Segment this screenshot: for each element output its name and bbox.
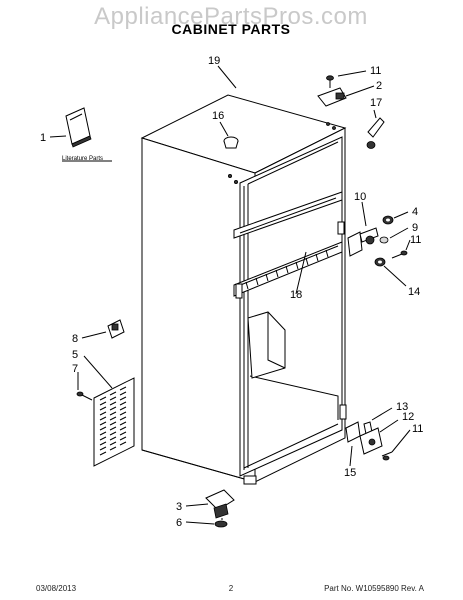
screw-11-top xyxy=(326,75,334,88)
page-title: CABINET PARTS xyxy=(171,21,290,37)
vent-slot xyxy=(119,431,127,436)
literature-booklet xyxy=(65,107,92,148)
middle-hinge-10 xyxy=(347,227,379,257)
divider-slots xyxy=(245,249,329,290)
vent-slot xyxy=(99,431,107,436)
vent-slot xyxy=(99,446,107,451)
callout-17: 17 xyxy=(370,97,382,109)
leveling-leg-6 xyxy=(214,518,228,528)
callout-13: 13 xyxy=(396,401,408,413)
callout-6: 6 xyxy=(176,517,182,529)
vent-slot xyxy=(99,426,107,431)
vent-slot xyxy=(119,436,127,441)
vent-slot xyxy=(99,451,107,456)
plug-part-16 xyxy=(223,136,239,149)
footer-part-number: Part No. W10595890 Rev. A xyxy=(324,584,425,593)
vent-slot xyxy=(119,386,127,391)
vent-slot xyxy=(99,411,107,416)
washer-14 xyxy=(374,257,386,267)
vent-slot xyxy=(109,421,117,426)
vent-slot xyxy=(119,406,127,411)
callout-18: 18 xyxy=(290,289,302,301)
roller-bracket-3 xyxy=(205,489,235,519)
vent-slot xyxy=(109,396,117,401)
callout-10: 10 xyxy=(354,191,366,203)
callout-12: 12 xyxy=(402,411,414,423)
vent-slot xyxy=(99,396,107,401)
callout-11-top: 11 xyxy=(370,65,381,77)
watermark: AppliancePartsPros.com xyxy=(94,3,368,30)
callout-16: 16 xyxy=(212,110,224,122)
vent-slot xyxy=(109,431,117,436)
vent-slot xyxy=(109,426,117,431)
vent-slot xyxy=(99,441,107,446)
callout-2: 2 xyxy=(376,80,382,92)
top-hinge xyxy=(317,87,347,107)
vent-slot xyxy=(109,391,117,396)
callout-5: 5 xyxy=(72,349,78,361)
screw-11-bottom xyxy=(381,451,393,461)
footer-page: 2 xyxy=(229,584,234,593)
vent-slot xyxy=(109,406,117,411)
cabinet xyxy=(140,94,347,483)
bushing-9 xyxy=(379,236,389,244)
callout-11-middle: 11 xyxy=(410,234,421,246)
vent-slot xyxy=(109,436,117,441)
vent-slot xyxy=(119,416,127,421)
vent-slot xyxy=(109,446,117,451)
callout-14: 14 xyxy=(408,286,420,298)
vent-slot xyxy=(109,411,117,416)
vent-slot xyxy=(119,401,127,406)
callout-1: 1 xyxy=(40,132,46,144)
screw-11-middle xyxy=(391,250,408,259)
literature-label: Literature Parts xyxy=(62,156,103,162)
access-panel-5 xyxy=(93,377,135,467)
vent-slot xyxy=(119,421,127,426)
vent-slot xyxy=(119,391,127,396)
vent-slot xyxy=(119,426,127,431)
clip-part-8 xyxy=(107,319,125,339)
hinge-cap-17 xyxy=(366,117,385,149)
callout-11-bottom: 11 xyxy=(412,423,423,435)
vent-slot xyxy=(99,436,107,441)
callout-4: 4 xyxy=(412,206,418,218)
vent-slot xyxy=(109,441,117,446)
screw-7 xyxy=(76,391,93,401)
vent-slot xyxy=(109,401,117,406)
vent-slot xyxy=(119,396,127,401)
footer-date: 03/08/2013 xyxy=(36,584,77,593)
vent-slot xyxy=(119,441,127,446)
callout-19: 19 xyxy=(208,55,220,67)
vent-slot xyxy=(99,406,107,411)
bottom-hinge-15 xyxy=(345,421,361,443)
bottom-hinge-12 xyxy=(359,427,383,455)
callout-15: 15 xyxy=(344,467,356,479)
callout-8: 8 xyxy=(72,333,78,345)
vent-slot xyxy=(119,411,127,416)
vent-slot xyxy=(99,421,107,426)
vent-slot xyxy=(99,401,107,406)
callout-7: 7 xyxy=(72,363,78,375)
callout-3: 3 xyxy=(176,501,182,513)
vent-slot xyxy=(99,416,107,421)
callout-9: 9 xyxy=(412,222,418,234)
washer-4 xyxy=(382,215,394,225)
vent-slot xyxy=(109,416,117,421)
